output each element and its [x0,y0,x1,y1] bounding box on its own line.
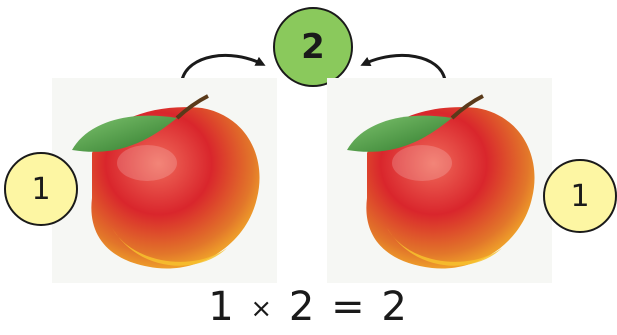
mango-icon [52,78,277,283]
equals-sign: = [331,284,367,330]
right-count-value: 1 [570,179,589,214]
mango-icon [327,78,552,283]
total-badge-value: 2 [301,27,325,67]
equation: 1 × 2 = 2 [0,284,617,330]
left-count-value: 1 [31,172,50,207]
right-count-badge: 1 [543,159,617,233]
left-count-badge: 1 [4,152,78,226]
times-sign: × [250,294,274,324]
total-badge: 2 [273,7,353,87]
equation-factor-b: 2 [289,284,316,330]
right-curved-arrow [364,55,445,80]
equation-result: 2 [381,284,408,330]
equation-factor-a: 1 [208,284,235,330]
left-curved-arrow [182,55,262,80]
